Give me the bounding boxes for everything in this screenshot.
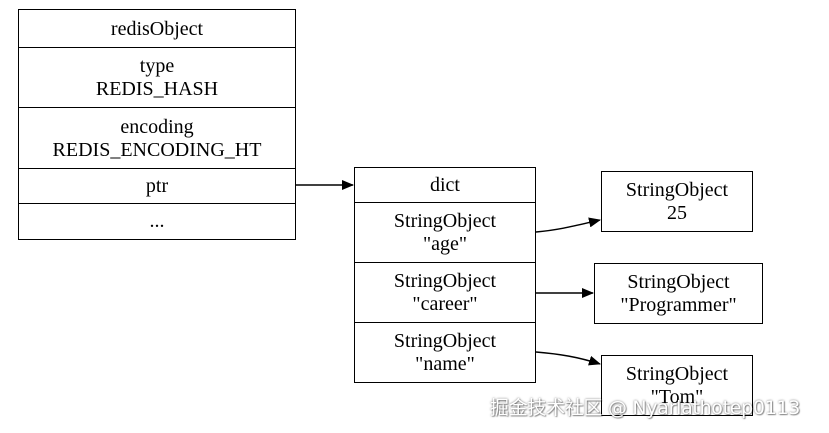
watermark-text: 掘金技术社区 @ Nyarlathotep0113: [490, 397, 801, 419]
dict-title: dict: [430, 174, 460, 196]
ellipsis-field: ...: [19, 203, 295, 239]
dict-entry-class: StringObject: [393, 270, 497, 292]
value-cell: StringObject 25: [602, 172, 752, 231]
encoding-value: REDIS_ENCODING_HT: [52, 138, 262, 161]
ptr-label: ptr: [145, 175, 169, 197]
dict-table: dict StringObject "age" StringObject "ca…: [354, 167, 536, 383]
dict-entry-key: "career": [412, 293, 478, 315]
value-class: StringObject: [625, 178, 729, 201]
ptr-field: ptr: [19, 168, 295, 204]
value-class: StringObject: [627, 270, 730, 293]
value-box-name: StringObject "Tom": [601, 355, 753, 416]
redis-object-table: redisObject type REDIS_HASH encoding RED…: [18, 9, 296, 240]
dict-entry-class: StringObject: [393, 329, 497, 352]
dict-entry-key: "age": [422, 233, 468, 255]
encoding-field: encoding REDIS_ENCODING_HT: [19, 107, 295, 169]
value-class: StringObject: [625, 362, 729, 385]
dict-entry-age: StringObject "age": [355, 202, 535, 263]
value-text: "Programmer": [620, 293, 737, 316]
dict-entry-name: StringObject "name": [355, 322, 535, 382]
type-field: type REDIS_HASH: [19, 47, 295, 108]
name-to-value-arrow: [535, 351, 601, 366]
type-label: type: [139, 55, 175, 77]
dict-title-cell: dict: [355, 168, 535, 203]
ellipsis-label: ...: [149, 210, 165, 232]
dict-entry-class: StringObject: [393, 210, 497, 232]
dict-entry-key: "name": [415, 352, 475, 375]
type-value: REDIS_HASH: [95, 78, 219, 100]
value-text: 25: [667, 201, 687, 224]
redis-object-title-cell: redisObject: [19, 10, 295, 48]
value-box-career: StringObject "Programmer": [594, 263, 763, 324]
value-box-age: StringObject 25: [601, 171, 753, 232]
value-cell: StringObject "Tom": [602, 356, 752, 415]
value-cell: StringObject "Programmer": [595, 264, 762, 323]
dict-entry-career: StringObject "career": [355, 262, 535, 323]
encoding-label: encoding: [120, 115, 194, 138]
redis-object-title: redisObject: [110, 17, 204, 40]
age-to-value-arrow: [535, 217, 601, 233]
value-text: "Tom": [650, 385, 704, 408]
